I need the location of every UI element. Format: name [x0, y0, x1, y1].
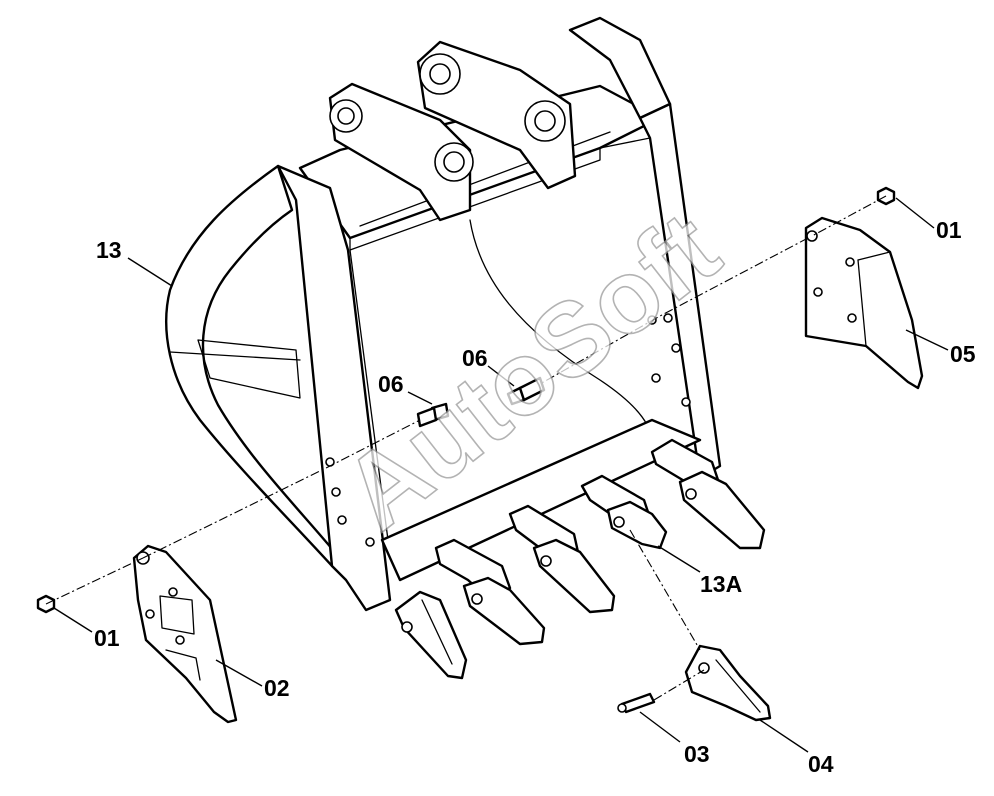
callout-bolt-left: 06: [378, 371, 404, 397]
tooth-pin: [617, 692, 656, 714]
callout-bucket: 13: [96, 237, 122, 263]
callout-bolt-right: 06: [462, 345, 488, 371]
bucket-teeth: [394, 438, 766, 680]
side-cutter-left: [132, 544, 238, 724]
callout-tooth-adapter: 13A: [700, 571, 742, 597]
callout-tooth: 04: [808, 751, 834, 777]
side-cutter-right: [804, 216, 924, 390]
bolt-right: [506, 376, 546, 406]
assembly-lines: [45, 195, 887, 701]
bucket-body: [165, 16, 722, 612]
leader-lines: [53, 197, 949, 753]
callout-tooth-pin: 03: [684, 741, 710, 767]
callout-side-cutter-left: 02: [264, 675, 290, 701]
bolt-left: [416, 402, 450, 428]
callout-side-cutter-right: 05: [950, 341, 976, 367]
callout-nut-left: 01: [94, 625, 120, 651]
loose-tooth: [684, 644, 772, 722]
callout-nut-right: 01: [936, 217, 962, 243]
